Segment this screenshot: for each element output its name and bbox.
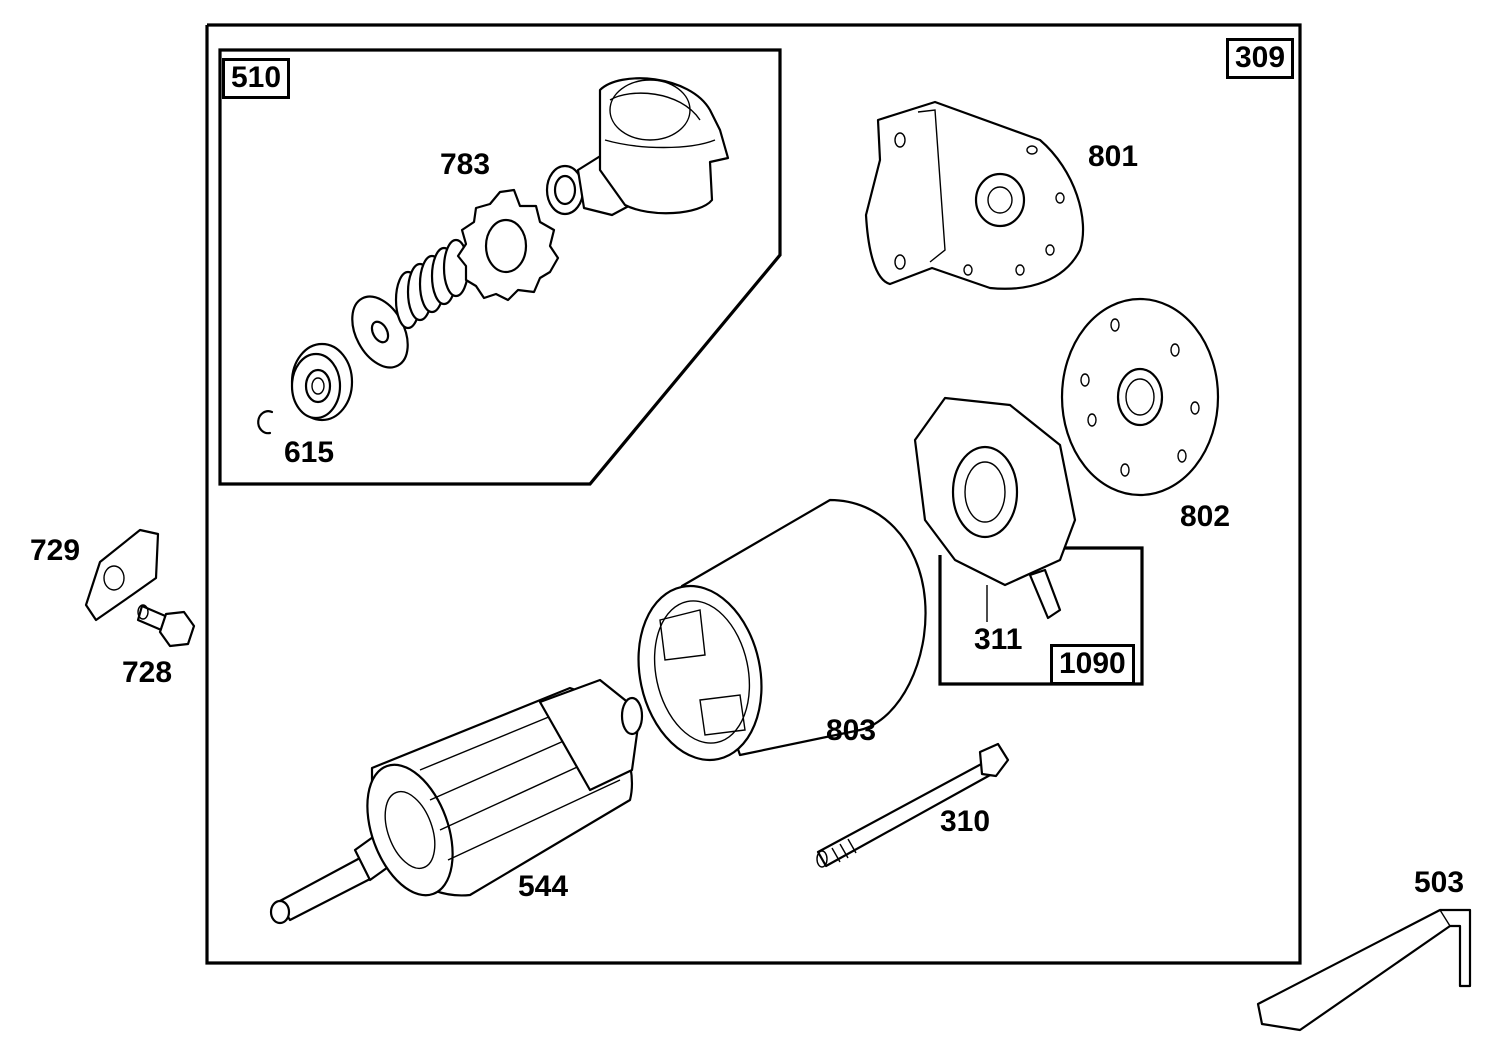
label-801: 801 — [1088, 140, 1139, 173]
label-311: 311 — [974, 623, 1023, 656]
label-544: 544 — [518, 870, 569, 903]
label-510: 510 — [222, 58, 291, 99]
label-802: 802 — [1180, 500, 1231, 533]
label-1090: 1090 — [1050, 644, 1135, 685]
pinion-gear-783 — [456, 188, 560, 302]
label-503: 503 — [1414, 866, 1465, 899]
brush-holder-311 — [913, 396, 1077, 622]
screw-728 — [136, 604, 196, 648]
retainer-part-615 — [257, 342, 354, 435]
bracket-729 — [84, 528, 160, 622]
field-housing-803 — [637, 498, 927, 762]
label-729: 729 — [30, 534, 81, 567]
brush-subassembly-frame-1090 — [938, 546, 1144, 686]
label-310: 310 — [940, 805, 991, 838]
label-783: 783 — [440, 148, 491, 181]
drive-housing — [598, 77, 730, 215]
label-728: 728 — [122, 656, 173, 689]
end-plate-801 — [864, 100, 1085, 290]
assembly-frame-309 — [205, 23, 1302, 965]
drive-spring — [394, 238, 470, 330]
drive-subassembly-frame-510 — [218, 48, 782, 486]
end-plate-802 — [1060, 297, 1220, 497]
armature-544 — [269, 678, 644, 925]
label-803: 803 — [826, 714, 877, 747]
strap-503 — [1256, 908, 1472, 1032]
label-309: 309 — [1226, 38, 1295, 79]
label-615: 615 — [284, 436, 335, 469]
through-bolt-310 — [816, 742, 1010, 868]
